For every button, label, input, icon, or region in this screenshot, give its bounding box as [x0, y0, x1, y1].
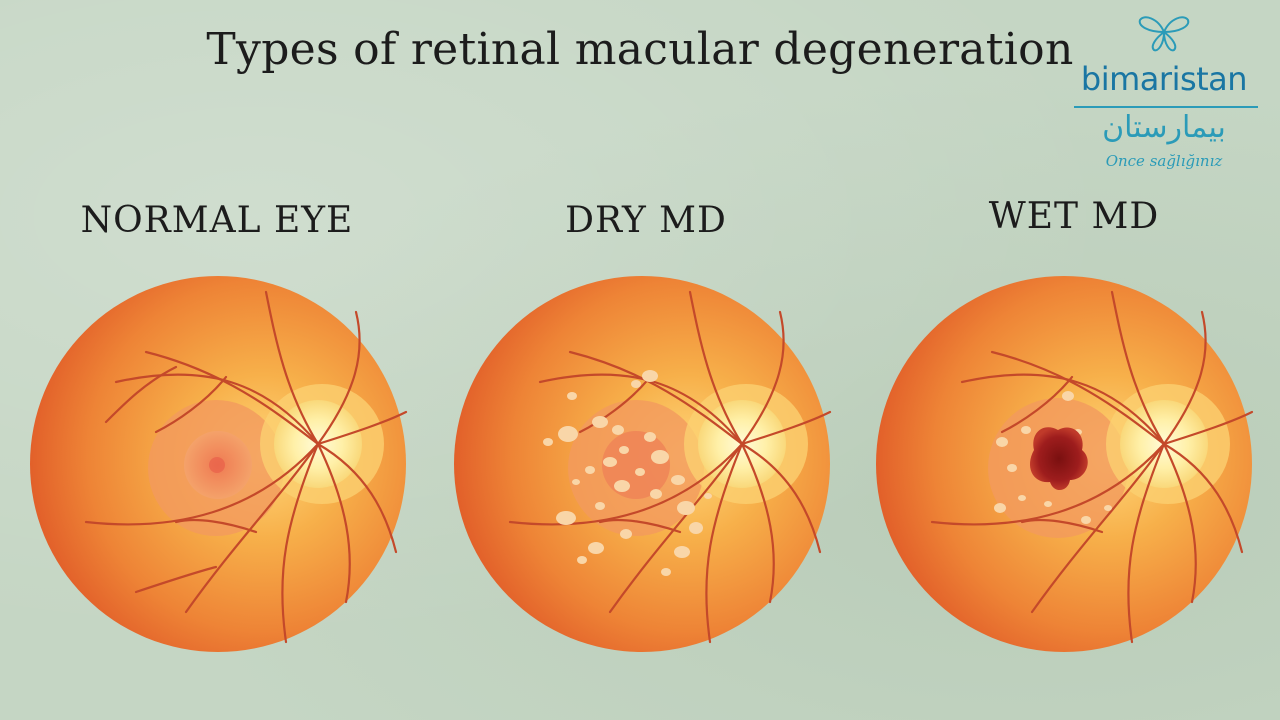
logo-divider: [1074, 106, 1258, 108]
butterfly-icon: [1138, 16, 1190, 52]
fovea: [209, 457, 225, 473]
logo-name: bimaristan: [1080, 60, 1248, 98]
drusen-deposits: [543, 370, 712, 576]
page-title: Types of retinal macular degeneration: [206, 24, 1074, 75]
blood-vessels: [84, 290, 408, 644]
hemorrhage: [1029, 427, 1088, 491]
blood-vessels: [930, 290, 1254, 644]
logo-tagline: Once sağlığınız: [1105, 152, 1223, 170]
normal-eye-illustration: [30, 276, 408, 652]
wet-md-illustration: [876, 276, 1254, 652]
logo-arabic-name: بيمارستان: [1102, 110, 1226, 145]
label-dry-md: DRY MD: [565, 200, 727, 241]
label-wet-md: WET MD: [988, 196, 1160, 237]
label-normal-eye: NORMAL EYE: [80, 200, 354, 241]
bimaristan-logo: bimaristan بيمارستان Once sağlığınız: [1064, 10, 1264, 170]
drusen-deposits: [994, 391, 1112, 524]
blood-vessels: [508, 290, 832, 644]
dry-md-illustration: [454, 276, 832, 652]
